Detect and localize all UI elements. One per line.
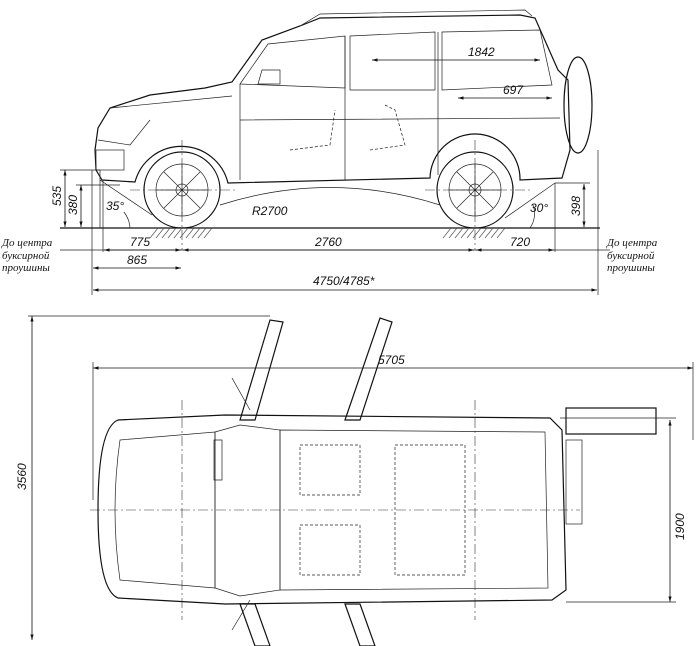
dim-3560-label: 3560 bbox=[15, 463, 29, 490]
dim-1900-ext bbox=[560, 417, 676, 603]
front-door-open-bottom bbox=[239, 603, 271, 646]
front-door-open-top bbox=[239, 319, 284, 421]
dim-720-label: 720 bbox=[510, 235, 530, 249]
door-lines bbox=[239, 32, 561, 180]
front-hood-line bbox=[97, 95, 233, 146]
headlight bbox=[95, 149, 125, 171]
svg-text:буксирной: буксирной bbox=[607, 250, 655, 262]
top-centerlines bbox=[90, 400, 580, 620]
side-mirror bbox=[257, 69, 281, 85]
windshield-window bbox=[239, 35, 346, 89]
rear-door-open-top bbox=[344, 317, 393, 421]
dim-380-label: 380 bbox=[66, 195, 80, 215]
dim-398-label: 398 bbox=[569, 196, 583, 216]
hood-outline bbox=[114, 431, 216, 589]
wheel-centerlines bbox=[130, 140, 530, 250]
side-body-outline bbox=[94, 14, 571, 184]
dim-1842-label: 1842 bbox=[468, 45, 495, 59]
rear-door-window bbox=[349, 31, 436, 91]
svg-text:До центра: До центра bbox=[606, 237, 658, 249]
dim-2760-label: 2760 bbox=[314, 235, 342, 249]
seat-silhouettes bbox=[289, 104, 406, 151]
dim-extension-verticals bbox=[91, 150, 599, 295]
svg-text:До центра: До центра bbox=[1, 237, 53, 249]
tow-note-left: До центра буксирной проушины bbox=[1, 237, 53, 274]
approach-angle-line bbox=[99, 170, 153, 229]
spare-wheel bbox=[563, 56, 593, 154]
spare-wheel-top bbox=[565, 439, 583, 525]
side-view: R2700 35° 30° 1842 697 535 380 398 775 2… bbox=[1, 9, 658, 295]
ground-hatch bbox=[149, 227, 506, 239]
rear-quarter-window bbox=[441, 29, 553, 91]
departure-angle-label: 30° bbox=[530, 201, 548, 215]
mirrors-top bbox=[231, 377, 251, 631]
dim-535-label: 535 bbox=[50, 186, 64, 206]
top-view: 3560 5705 1900 bbox=[15, 315, 694, 646]
approach-angle-label: 35° bbox=[106, 199, 124, 213]
dim-5705-label: 5705 bbox=[378, 353, 405, 367]
dim-775-label: 775 bbox=[130, 235, 150, 249]
svg-text:проушины: проушины bbox=[607, 262, 655, 274]
departure-angle-line bbox=[504, 182, 556, 229]
svg-text:проушины: проушины bbox=[2, 262, 50, 274]
ramp-arc bbox=[219, 187, 441, 206]
ramp-radius-label: R2700 bbox=[252, 204, 288, 218]
top-body-outline bbox=[97, 414, 567, 605]
dim-extension-lines-left bbox=[60, 169, 120, 186]
roof-rails bbox=[299, 9, 533, 27]
rear-door-open-bottom bbox=[344, 603, 376, 646]
grille-top bbox=[213, 439, 223, 481]
dim-5705-ext bbox=[92, 362, 694, 500]
dim-865-label: 865 bbox=[127, 253, 147, 267]
dim-4750-label: 4750/4785* bbox=[313, 274, 375, 288]
dim-697-label: 697 bbox=[503, 83, 524, 97]
roof-outline bbox=[279, 429, 549, 591]
windshield-top bbox=[214, 424, 281, 597]
tailgate-open bbox=[565, 407, 657, 435]
svg-text:буксирной: буксирной bbox=[2, 250, 50, 262]
dim-1900-label: 1900 bbox=[673, 513, 687, 540]
tow-note-right: До центра буксирной проушины bbox=[606, 237, 658, 274]
